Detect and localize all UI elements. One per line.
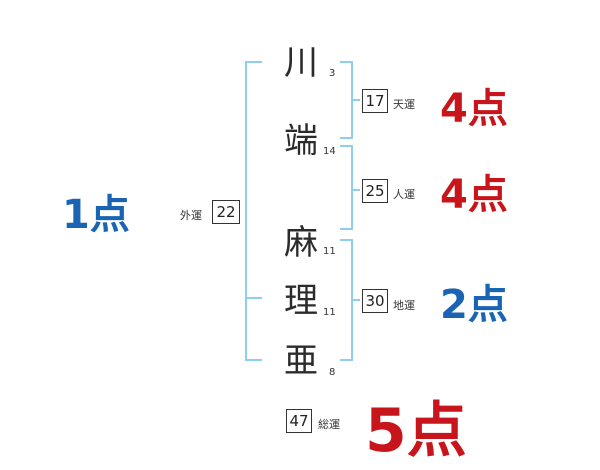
chiun-value-box: 30 (362, 289, 388, 313)
name-char-5-strokes: 8 (329, 367, 336, 378)
jinun-label: 人運 (393, 188, 415, 201)
chiun-label: 地運 (393, 299, 415, 312)
tenun-bracket (340, 61, 360, 139)
gaiun-bracket (245, 61, 262, 361)
jinun-score: 4点 (440, 172, 508, 218)
tenun-label: 天運 (393, 98, 415, 111)
gaiun-label: 外運 (180, 209, 202, 222)
name-char-5: 亜 (284, 341, 318, 381)
name-char-4-strokes: 11 (323, 307, 336, 318)
gaiun-score: 1点 (62, 192, 130, 238)
souun-label: 総運 (318, 418, 340, 431)
name-char-4: 理 (284, 281, 318, 321)
jinun-bracket (340, 145, 360, 230)
souun-value-box: 47 (286, 409, 312, 433)
name-char-2-strokes: 14 (323, 146, 336, 157)
souun-score: 5点 (365, 396, 467, 466)
chiun-bracket (340, 239, 360, 361)
name-char-1-strokes: 3 (329, 68, 336, 79)
name-char-3-strokes: 11 (323, 246, 336, 257)
name-char-2: 端 (284, 121, 318, 161)
tenun-score: 4点 (440, 86, 508, 132)
gaiun-value-box: 22 (212, 200, 240, 224)
jinun-value-box: 25 (362, 179, 388, 203)
name-char-1: 川 (284, 43, 318, 83)
name-char-3: 麻 (284, 223, 318, 263)
tenun-value-box: 17 (362, 89, 388, 113)
chiun-score: 2点 (440, 282, 508, 328)
